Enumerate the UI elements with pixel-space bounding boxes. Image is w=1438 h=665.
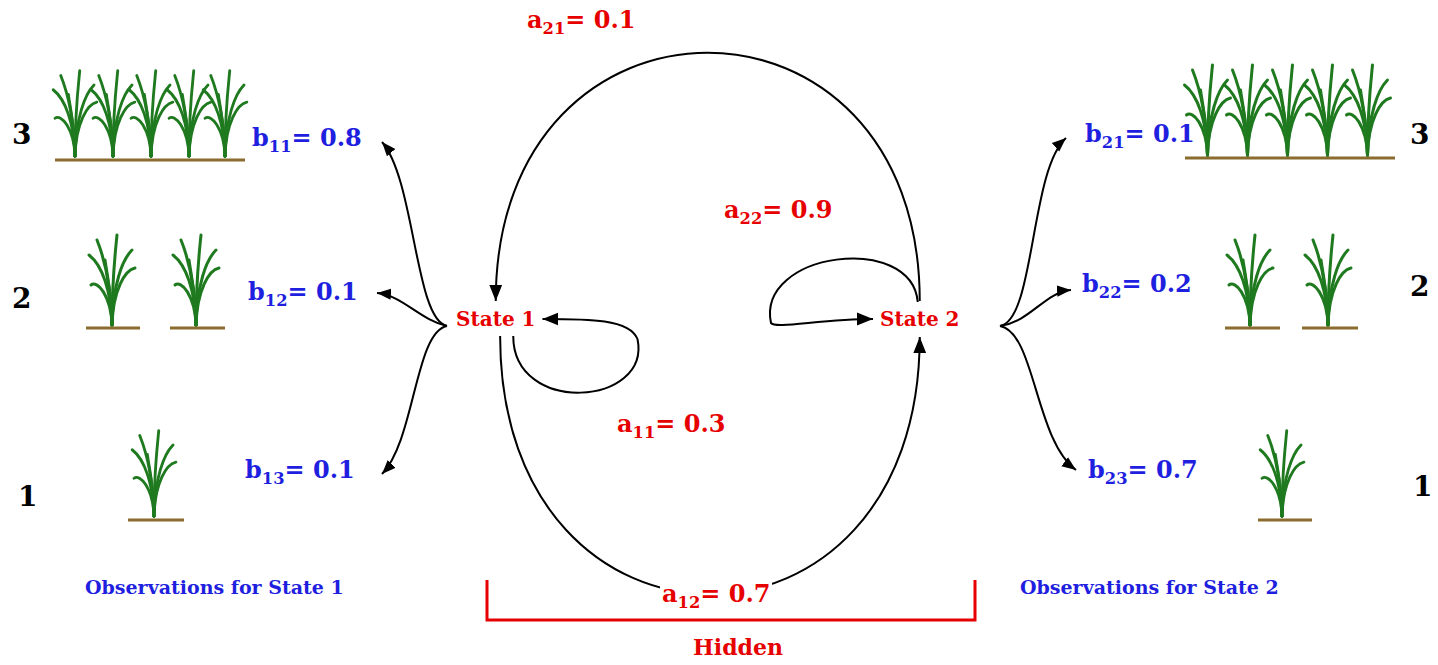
transition-arrow: [500, 336, 920, 594]
observation-number: 2: [12, 282, 31, 316]
ground-line: [1258, 519, 1312, 522]
observation-number: 3: [12, 118, 31, 152]
observation-number: 2: [1410, 270, 1429, 304]
hidden-label: Hidden: [693, 634, 783, 660]
state-node: State 2: [876, 304, 963, 334]
grass-tuft: [132, 431, 176, 517]
grass-tuft: [1305, 65, 1351, 155]
emission-arrow: [1000, 326, 1076, 470]
ground-line: [128, 519, 184, 522]
transition-probability: a12= 0.7: [660, 580, 772, 609]
emission-probability: b22= 0.2: [1082, 270, 1192, 299]
grass-tuft: [173, 235, 219, 325]
transition-probability: a21= 0.1: [525, 6, 637, 35]
emission-probability: b13= 0.1: [245, 456, 355, 485]
grass-tuft: [1225, 65, 1271, 155]
transition-arrow: [496, 53, 920, 301]
observation-number: 1: [1413, 470, 1432, 504]
state-node: State 1: [452, 304, 539, 334]
grass-tuft: [1227, 235, 1273, 325]
observation-number: 1: [18, 480, 37, 514]
grass-tuft-group: [53, 71, 247, 520]
grass-tuft: [1260, 431, 1304, 517]
ground-line: [86, 327, 140, 330]
grass-tuft: [1305, 235, 1351, 325]
emission-arrows: [377, 138, 1076, 474]
observations-caption: Observations for State 1: [85, 576, 344, 599]
grass-tuft: [203, 71, 247, 157]
grass-tuft: [167, 71, 211, 157]
grass-tuft-group: [1185, 65, 1396, 520]
emission-arrow: [377, 293, 447, 326]
emission-probability: b23= 0.7: [1088, 456, 1198, 485]
ground-line: [1225, 327, 1280, 330]
emission-arrow: [382, 326, 447, 474]
hidden-bracket: [487, 580, 975, 620]
observation-number: 3: [1410, 118, 1429, 152]
emission-arrow: [1000, 138, 1066, 326]
state-label: State 1: [456, 307, 535, 331]
state-label: State 2: [880, 307, 959, 331]
ground-line: [1302, 327, 1358, 330]
emission-arrow: [1000, 290, 1071, 326]
emission-probability: b12= 0.1: [248, 278, 358, 307]
grass-tuft: [91, 71, 135, 157]
ground-line: [170, 327, 225, 330]
grass-tuft: [89, 235, 135, 325]
grass-tuft: [53, 71, 97, 157]
emission-probability: b21= 0.1: [1085, 120, 1195, 149]
ground-line: [1185, 157, 1395, 160]
grass-tuft: [1265, 65, 1311, 155]
observations-caption: Observations for State 2: [1020, 576, 1279, 599]
grass-tuft: [1345, 65, 1391, 155]
transition-probability: a22= 0.9: [722, 196, 834, 225]
transition-probability: a11= 0.3: [615, 410, 727, 439]
emission-probability: b11= 0.8: [252, 124, 362, 153]
emission-arrow: [382, 142, 447, 326]
ground-line: [55, 159, 245, 162]
grass-tuft: [129, 71, 173, 157]
